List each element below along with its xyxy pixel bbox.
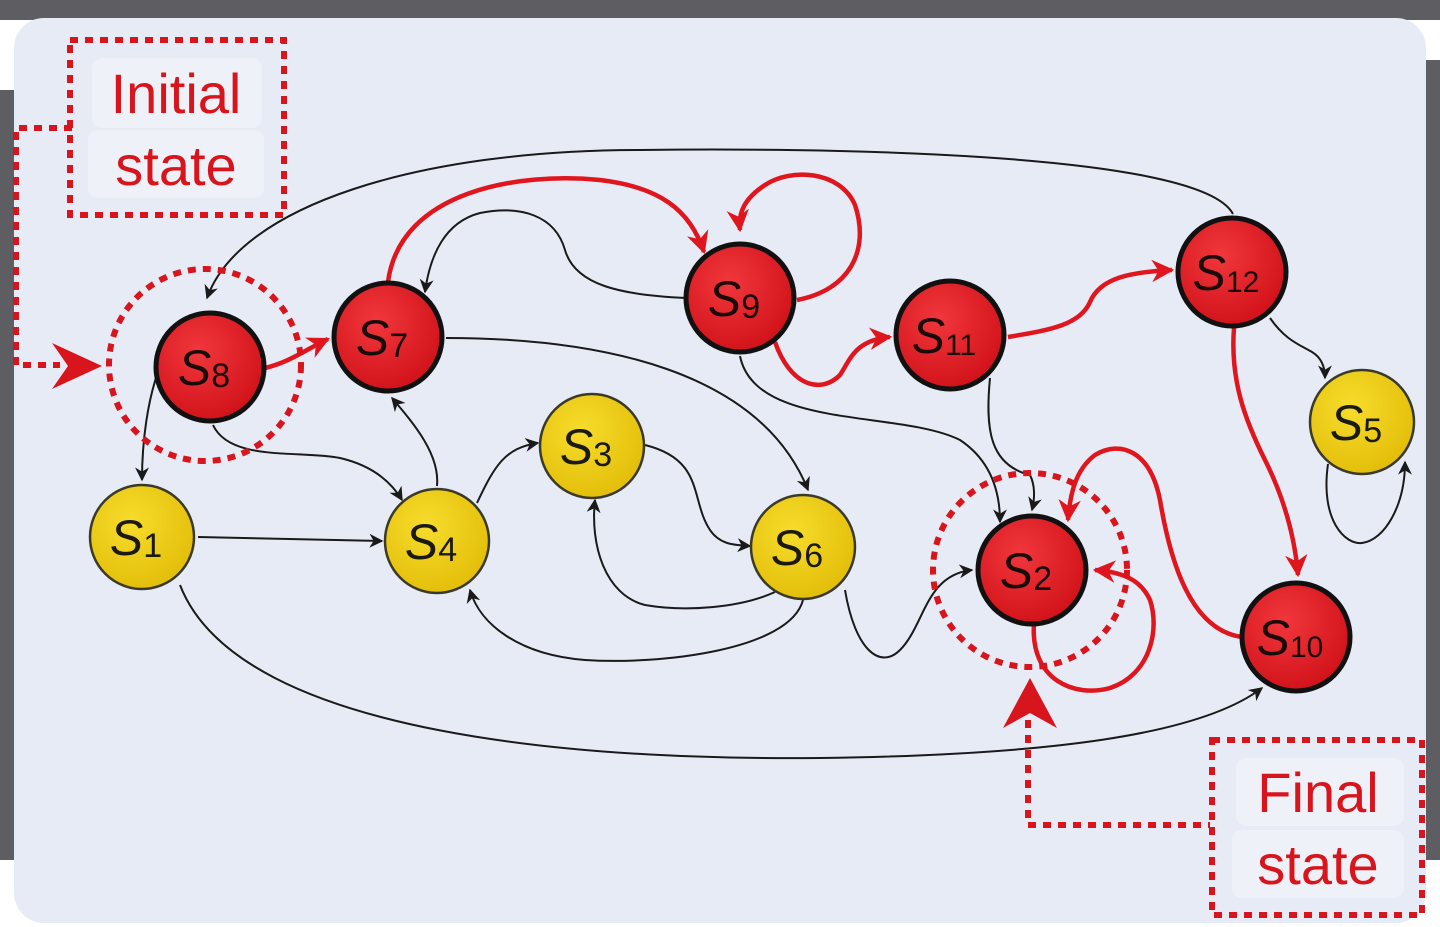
final-label-line1: Final bbox=[1257, 761, 1378, 824]
state-label-s1: S1 bbox=[110, 510, 162, 566]
edge-s9-s9 bbox=[726, 172, 863, 303]
edge-s7-s6 bbox=[445, 337, 810, 492]
final-state-box bbox=[1209, 737, 1425, 918]
edge-s12-s5 bbox=[1269, 317, 1332, 380]
state-s8: S8 bbox=[153, 310, 267, 424]
edge-s8-s1 bbox=[135, 371, 159, 482]
final-label-line2: state bbox=[1257, 833, 1378, 896]
state-s12: S12 bbox=[1175, 215, 1289, 329]
state-label-s7: S7 bbox=[356, 310, 408, 366]
state-circle-s7 bbox=[331, 280, 445, 394]
edge-s9-s2 bbox=[739, 355, 1007, 524]
state-circle-s2 bbox=[975, 513, 1089, 627]
state-circle-s4 bbox=[383, 487, 491, 595]
state-label-s10: S10 bbox=[1257, 610, 1324, 666]
edge-s10-s2 bbox=[1058, 446, 1243, 640]
edge-s11-s2 bbox=[987, 377, 1042, 512]
state-circle-s5 bbox=[1308, 368, 1416, 476]
edge-s1-s4 bbox=[197, 533, 384, 548]
edge-s4-s3 bbox=[476, 437, 540, 504]
state-s9: S9 bbox=[683, 241, 797, 355]
initial-arrowhead bbox=[52, 343, 102, 389]
edge-s4-s7 bbox=[391, 396, 439, 487]
edge-s12-s10 bbox=[1231, 327, 1308, 578]
state-s10: S10 bbox=[1239, 580, 1353, 694]
state-label-s12: S12 bbox=[1193, 245, 1260, 301]
state-s7: S7 bbox=[331, 280, 445, 394]
state-label-s4: S4 bbox=[405, 514, 457, 570]
edge-s6-s4 bbox=[466, 588, 804, 662]
state-circle-s6 bbox=[749, 493, 857, 601]
edge-s3-s6 bbox=[644, 444, 752, 553]
edge-s8-s7 bbox=[264, 336, 331, 371]
state-label-s11: S11 bbox=[912, 308, 977, 364]
state-label-s5: S5 bbox=[1330, 395, 1382, 451]
state-label-s8: S8 bbox=[178, 340, 230, 396]
edge-s2-s2 bbox=[1031, 560, 1156, 693]
state-circle-s11 bbox=[893, 278, 1007, 392]
top-bar bbox=[0, 0, 1440, 20]
state-circle-s8 bbox=[153, 310, 267, 424]
edge-s5-s5 bbox=[1325, 460, 1412, 545]
state-circle-s9 bbox=[683, 241, 797, 355]
edge-s8-s4 bbox=[212, 424, 403, 502]
initial-state-ring bbox=[106, 266, 304, 464]
edge-s7-s9 bbox=[385, 176, 709, 283]
state-circle-s3 bbox=[538, 392, 646, 500]
edge-s6-s3 bbox=[586, 498, 776, 610]
red-edges bbox=[264, 172, 1308, 693]
initial-label-line2: state bbox=[115, 134, 236, 197]
state-s11: S11 bbox=[893, 278, 1007, 392]
edge-s9-s7 bbox=[419, 209, 687, 299]
edge-s12-s8 bbox=[204, 148, 1234, 300]
state-circle-s1 bbox=[88, 483, 196, 591]
state-circle-s10 bbox=[1239, 580, 1353, 694]
state-s5: S5 bbox=[1308, 368, 1416, 476]
edge-s6-s2 bbox=[844, 564, 974, 659]
initial-connector bbox=[13, 125, 72, 368]
state-s1: S1 bbox=[88, 483, 196, 591]
edge-s11-s12 bbox=[1007, 259, 1175, 340]
edge-s9-s11 bbox=[772, 327, 893, 388]
callout-lines bbox=[13, 37, 1425, 918]
final-connector bbox=[1025, 720, 1210, 828]
state-s2: S2 bbox=[975, 513, 1089, 627]
state-s3: S3 bbox=[538, 392, 646, 500]
state-label-s3: S3 bbox=[560, 419, 612, 475]
edge-s1-s10 bbox=[179, 584, 1264, 760]
state-label-s6: S6 bbox=[771, 520, 823, 576]
state-label-s2: S2 bbox=[1000, 543, 1052, 599]
left-edge bbox=[0, 90, 14, 860]
state-s4: S4 bbox=[383, 487, 491, 595]
black-edges bbox=[135, 148, 1412, 760]
final-state-ring bbox=[930, 470, 1130, 670]
state-circle-s12 bbox=[1175, 215, 1289, 329]
state-label-s9: S9 bbox=[708, 271, 760, 327]
final-arrowhead bbox=[1003, 678, 1057, 728]
right-edge bbox=[1426, 60, 1440, 860]
initial-label-line1: Initial bbox=[111, 62, 242, 125]
state-s6: S6 bbox=[749, 493, 857, 601]
